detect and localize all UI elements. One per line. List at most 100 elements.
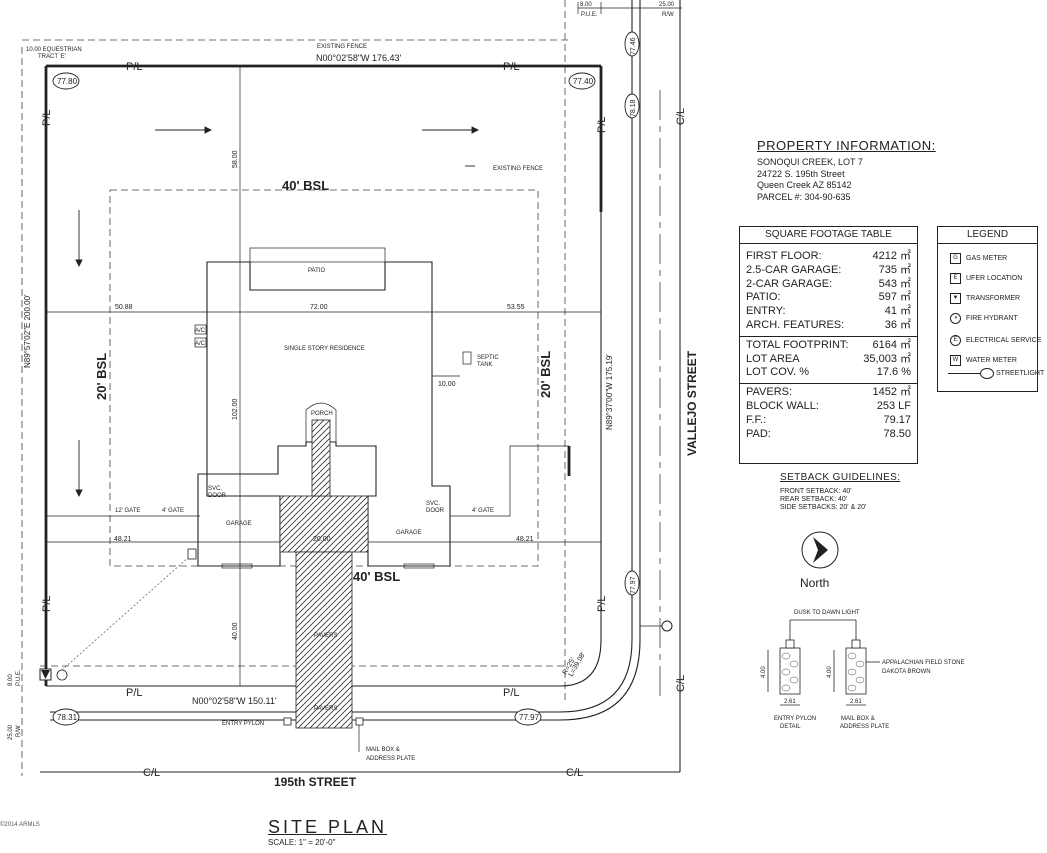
setback-guidelines: SETBACK GUIDELINES: FRONT SETBACK: 40' R… xyxy=(780,473,900,512)
sqft-row-value: 735 ㎡ xyxy=(878,263,911,276)
legend-label: FIRE HYDRANT xyxy=(966,315,1018,322)
water-meter-icon: W xyxy=(950,355,961,366)
sqft-row-label: LOT AREA xyxy=(746,352,800,365)
mail-detail-1: MAIL BOX & xyxy=(841,716,875,722)
bearing-right: N89°37'00"W 175.19' xyxy=(605,354,614,430)
pl-bottom-right: P/L xyxy=(503,687,520,699)
street-195-label: 195th STREET xyxy=(274,775,357,789)
entry-pylon-label: ENTRY PYLON xyxy=(222,721,264,727)
sqft-row-value: 6164 ㎡ xyxy=(872,338,911,351)
property-line-4: PARCEL #: 304-90-635 xyxy=(757,191,851,202)
sqft-row-label: PAVERS: xyxy=(746,386,793,399)
sqft-row-value: 35,003 ㎡ xyxy=(863,352,911,365)
elev-r-top: 77.46 xyxy=(630,37,637,55)
entry-pavers xyxy=(311,419,331,497)
sqft-row-label: FIRST FLOOR: xyxy=(746,250,822,262)
pl-right-top: P/L xyxy=(596,116,608,133)
north-label: North xyxy=(800,576,829,590)
dim-5355: 53.55 xyxy=(507,304,525,311)
bearing-top-label: N00°02'58"W 176.43' xyxy=(316,53,402,63)
elev-tl: 77.80 xyxy=(57,77,78,86)
pl-left-bottom: P/L xyxy=(41,595,53,612)
pl-right-bottom: P/L xyxy=(596,595,608,612)
sqft-row: PATIO:597 ㎡ xyxy=(740,291,917,305)
square-footage-table: SQUARE FOOTAGE TABLE FIRST FLOOR:4212 ㎡ … xyxy=(739,226,918,464)
dim-72: 72.00 xyxy=(310,304,328,311)
sqft-row: 2.5-CAR GARAGE: 735 ㎡ xyxy=(740,264,917,278)
dim-400b: 4.00 xyxy=(827,666,833,678)
sqft-row: ARCH. FEATURES:36 ㎡ xyxy=(740,319,917,333)
north-arrow-icon xyxy=(813,537,828,563)
ac-unit-1 xyxy=(194,324,207,335)
pylon-detail-2: DETAIL xyxy=(780,724,801,730)
cl-right-top: C/L xyxy=(675,108,687,125)
curb-line-inner2 xyxy=(50,0,641,721)
property-line-3: Queen Creek AZ 85142 xyxy=(757,180,852,191)
gate-4-right-label: 4' GATE xyxy=(472,508,494,514)
sqft-row-value: 41 ㎡ xyxy=(884,305,911,318)
pl-top-left: P/L xyxy=(126,61,143,73)
septic-label: SEPTIC xyxy=(477,355,499,361)
setback-line: SIDE SETBACKS: 20' & 20' xyxy=(780,504,867,511)
dim-58: 58.00 xyxy=(232,150,239,168)
sqft-row: PAVERS: 1452 ㎡ xyxy=(740,386,917,400)
garage-door-right xyxy=(403,563,435,569)
sqft-row: F.F.:79.17 xyxy=(740,414,917,428)
pavers-label-1: PAVERS xyxy=(314,633,337,639)
svc-right: SVC. xyxy=(426,501,440,507)
tract-label: TRACT 'E' xyxy=(38,54,66,60)
ac-label-2: A/C xyxy=(195,341,206,347)
pl-bottom-left: P/L xyxy=(126,687,143,699)
sqft-row-label: PAD: xyxy=(746,427,771,440)
legend-label: ELECTRICAL SERVICE xyxy=(966,337,1042,344)
sqft-row-value: 78.50 xyxy=(883,427,911,440)
existing-fence-top-label: EXISTING FENCE xyxy=(317,44,367,50)
legend-label: WATER METER xyxy=(966,357,1017,364)
elev-r-mid: 78.18 xyxy=(630,99,637,117)
gas-meter-icon: G xyxy=(950,253,961,264)
dim-400a: 4.00 xyxy=(761,666,767,678)
elev-r-low: 77.97 xyxy=(630,576,637,594)
sqft-group-1: FIRST FLOOR:4212 ㎡ 2.5-CAR GARAGE:735 ㎡ … xyxy=(740,244,917,333)
sqft-row-label: ENTRY: xyxy=(746,305,786,318)
stone-label-2: DAKOTA BROWN xyxy=(882,669,931,675)
electrical-service-legend-icon: E xyxy=(950,335,961,346)
sqft-row-label: 2.5-CAR GARAGE: xyxy=(746,263,842,276)
mailbox-icon xyxy=(355,717,364,726)
pl-top-right: P/L xyxy=(503,61,520,73)
porch-arch xyxy=(305,402,337,442)
legend-label: TRANSFORMER xyxy=(966,295,1021,302)
stone-label-1: APPALACHIAN FIELD STONE xyxy=(882,660,964,666)
property-line-2: 24722 S. 195th Street xyxy=(757,168,845,179)
bearing-left: N89°57'02"E 200.00' xyxy=(23,294,32,368)
copyright: ©2014 ARMLS xyxy=(0,822,40,828)
property-line-1: SONOQUI CREEK, LOT 7 xyxy=(757,157,863,168)
equestrian-label: 10.00 EQUESTRIAN xyxy=(26,47,82,53)
patio-label: PATIO xyxy=(308,268,325,274)
sqft-row-label: TOTAL FOOTPRINT: xyxy=(746,338,849,351)
dim-102: 102.00 xyxy=(232,398,239,420)
fire-hydrant-icon: ◑ xyxy=(950,313,961,324)
dim-25-top: 25.00 xyxy=(659,2,675,8)
bsl-20-left: 20' BSL xyxy=(94,353,109,400)
sqft-row-label: PATIO: xyxy=(746,291,781,304)
sqft-row-label: 2-CAR GARAGE: xyxy=(746,277,833,290)
mailbox-label-2: ADDRESS PLATE xyxy=(366,756,415,762)
legend-label: UFER LOCATION xyxy=(966,275,1023,282)
gate-12-label: 12' GATE xyxy=(115,508,140,514)
dim-25-left: 25.00 xyxy=(8,724,14,740)
legend-label: STREETLIGHT xyxy=(996,370,1045,377)
garage-door-left xyxy=(221,563,253,569)
sqft-row-value: 1452 ㎡ xyxy=(872,386,911,399)
septic-tank xyxy=(462,351,472,365)
svc-left: SVC. xyxy=(208,486,222,492)
sqft-row-value: 4212 ㎡ xyxy=(872,250,911,262)
drainage-arrows xyxy=(75,126,480,498)
cl-bottom-right: C/L xyxy=(566,767,583,779)
elev-bl: 78.31 xyxy=(57,713,78,722)
transformer-fill-icon xyxy=(41,670,50,679)
tank-label: TANK xyxy=(477,362,493,368)
garage-right-label: GARAGE xyxy=(396,530,422,536)
bsl-20-right: 20' BSL xyxy=(538,351,553,398)
